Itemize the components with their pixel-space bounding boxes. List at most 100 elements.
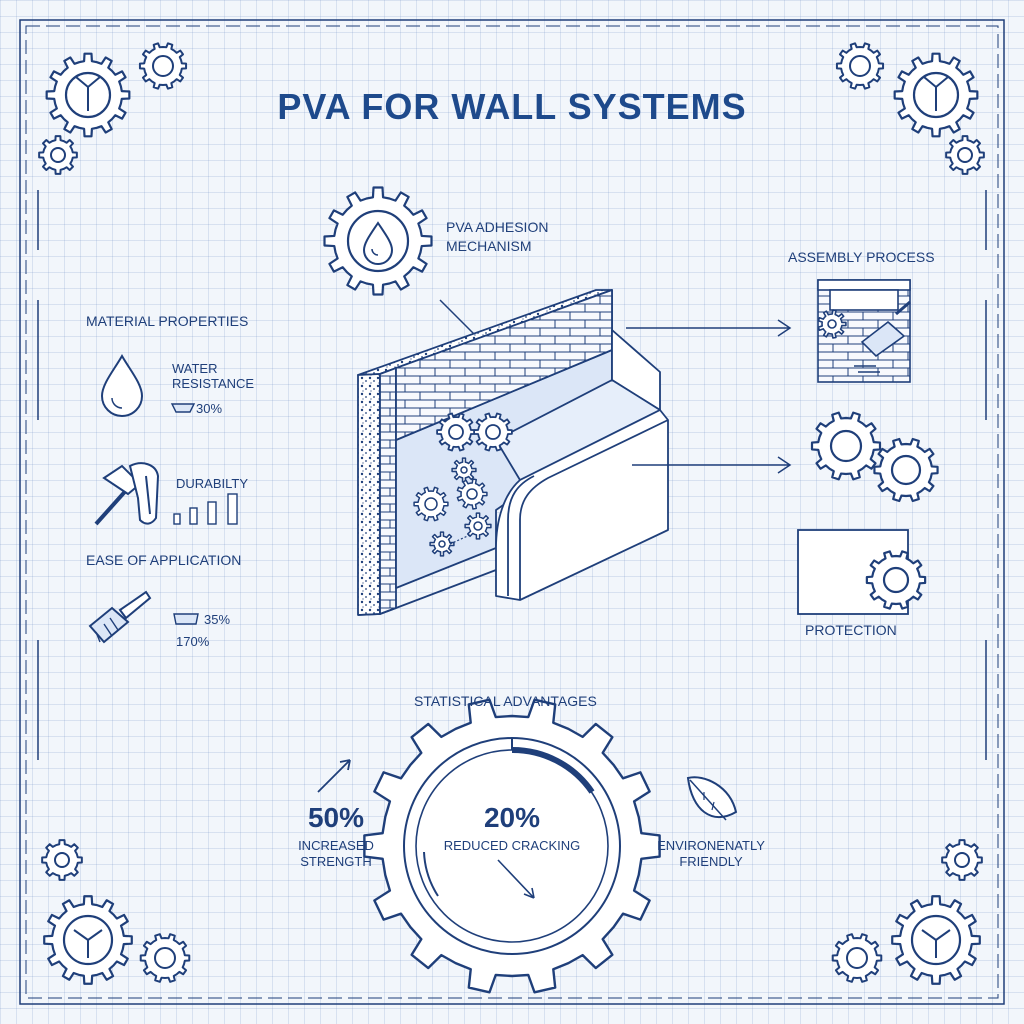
corner-gear-top-left-large <box>45 52 131 138</box>
gear-hub <box>64 71 112 119</box>
gear-icon <box>473 412 513 452</box>
water-value: 30% <box>196 401 223 416</box>
ease-value-box-icon <box>173 613 199 625</box>
gear-icon <box>831 933 883 983</box>
gear-hub <box>829 429 863 463</box>
corner-gear-top-left-small <box>138 42 188 90</box>
gear-icon <box>456 478 488 510</box>
protection-panel-icon <box>797 529 927 615</box>
water-label-1: WATER <box>172 361 218 376</box>
gear-hub <box>957 147 973 163</box>
gear-hub <box>910 914 962 966</box>
assembly-heading: ASSEMBLY PROCESS <box>788 249 935 265</box>
gear-hub <box>846 947 868 969</box>
statistics-heading: STATISTICAL ADVANTAGES <box>414 693 597 709</box>
wall-cross-section <box>357 289 669 616</box>
gear-icon <box>835 42 885 90</box>
left-stat-label-2: STRENGTH <box>300 854 372 869</box>
gear-icon <box>429 531 455 557</box>
water-label-2: RESISTANCE <box>172 376 255 391</box>
gear-hub <box>62 914 114 966</box>
gear-icon <box>817 309 847 339</box>
arrow-to-gears <box>632 456 792 474</box>
gear-icon <box>464 512 492 540</box>
gear-icon <box>810 411 882 481</box>
gear-hub <box>424 497 438 511</box>
corner-gear-bottom-left-tiny <box>41 839 83 881</box>
gear-hub <box>849 55 871 77</box>
page-title: PVA FOR WALL SYSTEMS <box>277 86 747 127</box>
gear-hub <box>485 424 501 440</box>
gear-hub <box>460 466 468 474</box>
gear-hub <box>827 319 837 329</box>
gear-icon <box>436 412 476 452</box>
gear-icon <box>451 457 477 483</box>
gear-hub <box>50 147 66 163</box>
center-stat-value: 20% <box>483 802 541 833</box>
material-heading: MATERIAL PROPERTIES <box>86 313 249 329</box>
gear-hub <box>152 55 174 77</box>
adhesion-gear-icon <box>323 186 433 296</box>
gear-icon <box>865 550 927 610</box>
left-stat-label-1: INCREASED <box>298 838 374 853</box>
corner-gear-bottom-left-large <box>43 895 133 985</box>
down-arrow-icon <box>497 859 535 899</box>
gear-icon <box>941 839 983 881</box>
left-stat-value: 50% <box>307 802 365 833</box>
statistics-gear <box>363 698 661 994</box>
center-stat-label: REDUCED CRACKING <box>443 838 581 853</box>
leaf-icon <box>686 776 738 821</box>
corner-gear-bottom-right-large <box>891 895 981 985</box>
gear-hub <box>912 71 960 119</box>
gear-icon <box>413 486 449 522</box>
corner-gear-top-right-large <box>893 52 979 138</box>
border-frame <box>19 19 1005 1005</box>
arrow-to-assembly <box>626 319 792 337</box>
gear-icon <box>139 933 191 983</box>
gear-hub <box>473 521 483 531</box>
gear-hub <box>54 852 70 868</box>
paintbrush-icon <box>88 590 152 644</box>
corner-gear-bottom-left-small <box>139 933 191 983</box>
corner-gear-top-right-small <box>835 42 885 90</box>
gear-hub <box>438 540 446 548</box>
gear-icon <box>138 42 188 90</box>
gear-hub <box>954 852 970 868</box>
brick-wall-icon <box>817 279 911 383</box>
water-drop-icon <box>362 221 394 265</box>
ease-value-2: 170% <box>176 634 210 649</box>
hammer-icon <box>94 462 160 526</box>
right-stat-label-1: ENVIRONENATLY <box>657 838 765 853</box>
adhesion-label-2: MECHANISM <box>446 238 532 254</box>
water-value-box-icon <box>170 403 196 413</box>
ease-label: EASE OF APPLICATION <box>86 552 242 568</box>
connector-arrows <box>626 319 792 474</box>
ease-value-1: 35% <box>204 612 231 627</box>
gear-icon <box>945 135 985 175</box>
gear-icon <box>41 839 83 881</box>
corner-gear-bottom-right-small <box>831 933 883 983</box>
gear-icon <box>38 135 78 175</box>
bar-chart-icon <box>173 493 238 525</box>
adhesion-label-1: PVA ADHESION <box>446 219 549 235</box>
right-stat-label-2: FRIENDLY <box>679 854 743 869</box>
corner-gear-bottom-right-tiny <box>941 839 983 881</box>
durability-label: DURABILTY <box>176 476 248 491</box>
gear-hub <box>154 947 176 969</box>
corner-gear-top-right-tiny <box>945 135 985 175</box>
trowel-icon <box>854 300 911 373</box>
gear-hub <box>466 488 478 500</box>
gear-hub <box>882 566 910 594</box>
gear-icon <box>363 698 661 994</box>
up-arrow-icon <box>317 759 351 793</box>
gear-hub <box>890 454 922 486</box>
gear-pair-icon <box>810 411 939 503</box>
corner-gear-top-left-tiny <box>38 135 78 175</box>
gear-icon <box>873 437 939 503</box>
gear-hub <box>448 424 464 440</box>
water-drop-icon <box>100 353 144 417</box>
adhesive-gears <box>413 412 513 557</box>
protection-label: PROTECTION <box>805 622 897 638</box>
gear-hub <box>346 209 410 273</box>
